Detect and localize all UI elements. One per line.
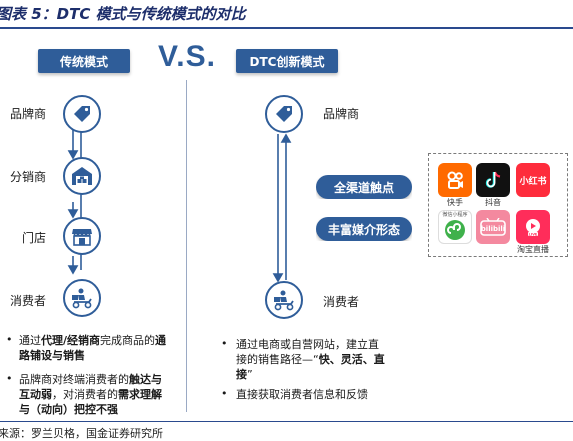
traditional-node-distributor: 分销商 — [10, 170, 47, 184]
traditional-bullet-1: 通过代理/经销商完成商品的通路铺设与销售 — [19, 333, 167, 363]
bullet-bold: 代理/经销商 — [41, 334, 101, 347]
kuaishou-caption: 快手 — [447, 198, 463, 207]
dtc-arrow-up — [280, 133, 292, 143]
traditional-node-brand: 品牌商 — [10, 107, 47, 121]
omnichannel-touchpoints-pill: 全渠道触点 — [316, 175, 412, 199]
bullet-dot: • — [6, 372, 13, 385]
dtc-delivery-scooter-icon — [265, 281, 303, 319]
bullet-text: 完成商品的 — [100, 334, 156, 347]
figure-title: 图表 5：DTC 模式与传统模式的对比 — [0, 5, 246, 23]
wechat-miniprogram-icon: 微信小程序 — [438, 210, 472, 244]
bottom-rule — [0, 421, 573, 422]
xiaohongshu-app: 小红书 — [516, 163, 550, 197]
dtc-node-brand: 品牌商 — [323, 107, 360, 121]
brand-tag-icon — [63, 95, 101, 133]
dtc-flow-arrows — [272, 133, 292, 283]
dtc-bullet-2: 直接获取消费者信息和反馈 — [236, 387, 396, 402]
traditional-node-store: 门店 — [22, 231, 47, 245]
svg-text:bilibili: bilibili — [481, 225, 505, 233]
taobao-live-caption: 淘宝直播 — [517, 245, 549, 254]
dtc-bullet-1: 通过电商或自营网站，建立直接的销售路径—“快、灵活、直接” — [236, 337, 388, 382]
dtc-node-consumer: 消费者 — [323, 295, 360, 309]
bullet-text: 直接获取消费者信息和反馈 — [236, 388, 368, 401]
douyin-app: 抖音 — [476, 163, 510, 208]
xiaohongshu-icon: 小红书 — [516, 163, 550, 197]
bilibili-icon: bilibili — [476, 210, 510, 244]
bullet-dot: • — [221, 337, 228, 350]
bullet-bold: 快、灵活、直接 — [236, 353, 385, 381]
wechat-miniprogram-text: 微信小程序 — [442, 212, 468, 218]
traditional-bullet-2: 品牌商对终端消费者的触达与互动弱，对消费者的需求理解与（动向）把控不强 — [19, 372, 167, 417]
center-divider — [186, 80, 187, 412]
rich-media-pill: 丰富媒介形态 — [316, 217, 412, 241]
dtc-arrow-down — [272, 273, 284, 283]
taobao-live-app: LIVE 淘宝直播 — [516, 210, 550, 255]
warehouse-icon — [63, 157, 101, 195]
bullet-text: 品牌商对终端消费者的 — [19, 373, 129, 386]
douyin-icon — [476, 163, 510, 197]
bullet-text: 通过 — [19, 334, 41, 347]
flow-arrow-down-3 — [67, 265, 79, 275]
vs-text: V.S. — [158, 40, 216, 73]
douyin-caption: 抖音 — [485, 198, 501, 207]
bullet-dot: • — [6, 333, 13, 346]
taobao-live-icon: LIVE — [516, 210, 550, 244]
kuaishou-icon — [438, 163, 472, 197]
dtc-mode-label: DTC创新模式 — [236, 49, 338, 73]
flow-arrow-down-1 — [67, 150, 79, 160]
live-badge-text: LIVE — [529, 232, 538, 236]
flow-arrow-down-2 — [67, 209, 79, 219]
delivery-scooter-icon — [63, 279, 101, 317]
bullet-dot: • — [221, 387, 228, 400]
dtc-brand-tag-icon — [265, 95, 303, 133]
storefront-icon — [63, 217, 101, 255]
kuaishou-app: 快手 — [438, 163, 472, 208]
bullet-bold: 触达与互动弱 — [19, 373, 162, 401]
traditional-mode-label: 传统模式 — [38, 49, 130, 73]
source-note: 来源：罗兰贝格，国金证券研究所 — [0, 427, 163, 440]
bilibili-app: bilibili — [476, 210, 510, 244]
wechat-miniprogram-app: 微信小程序 — [438, 210, 472, 244]
traditional-node-consumer: 消费者 — [10, 294, 47, 308]
bullet-text: ，对消费者的 — [52, 388, 118, 401]
bullet-text: 通过电商或自营网站，建立直接的销售路径—“ — [236, 338, 379, 366]
top-rule — [0, 27, 573, 29]
bullet-bold: 通路铺设与销售 — [19, 334, 167, 362]
bullet-text: ” — [247, 368, 253, 381]
bullet-bold: 需求理解与（动向）把控不强 — [19, 388, 162, 416]
